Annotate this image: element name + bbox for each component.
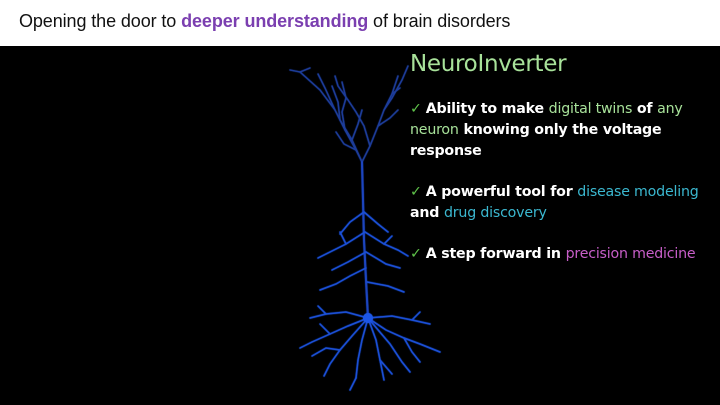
bullet-text: A powerful tool for [425,184,578,200]
highlight-disease-modeling: disease modeling [577,184,699,200]
checkmark-icon: ✓ [410,184,422,200]
highlight-precision-medicine: precision medicine [565,246,696,262]
bullet-text: Ability to make [425,101,549,117]
title-prefix: Opening the door to [19,11,182,31]
bullet-text: A step forward in [425,246,566,262]
slide-header: Opening the door to deeper understanding… [0,0,720,46]
title-accent: deeper understanding [181,11,369,31]
bullet-disease-modeling: ✓A powerful tool for disease modeling an… [410,182,710,224]
bullet-precision-medicine: ✓A step forward in precision medicine [410,244,710,265]
bullet-text: and [410,205,444,221]
bullet-digital-twins: ✓Ability to make digital twins of any ne… [410,99,710,162]
title-suffix: of brain disorders [368,11,511,31]
checkmark-icon: ✓ [410,101,422,117]
bullet-text: of [632,101,658,117]
checkmark-icon: ✓ [410,246,422,262]
neuron-illustration-icon [289,65,441,391]
product-title: NeuroInverter [410,51,567,77]
highlight-drug-discovery: drug discovery [443,205,547,221]
slide-body [0,46,720,405]
bullet-text: knowing only the voltage response [410,122,662,159]
highlight-digital-twins: digital twins [548,101,633,117]
content-panel: NeuroInverter ✓Ability to make digital t… [410,50,710,265]
slide-title: Opening the door to deeper understanding… [19,11,510,32]
highlight-any-neuron: any neuron [410,101,683,138]
